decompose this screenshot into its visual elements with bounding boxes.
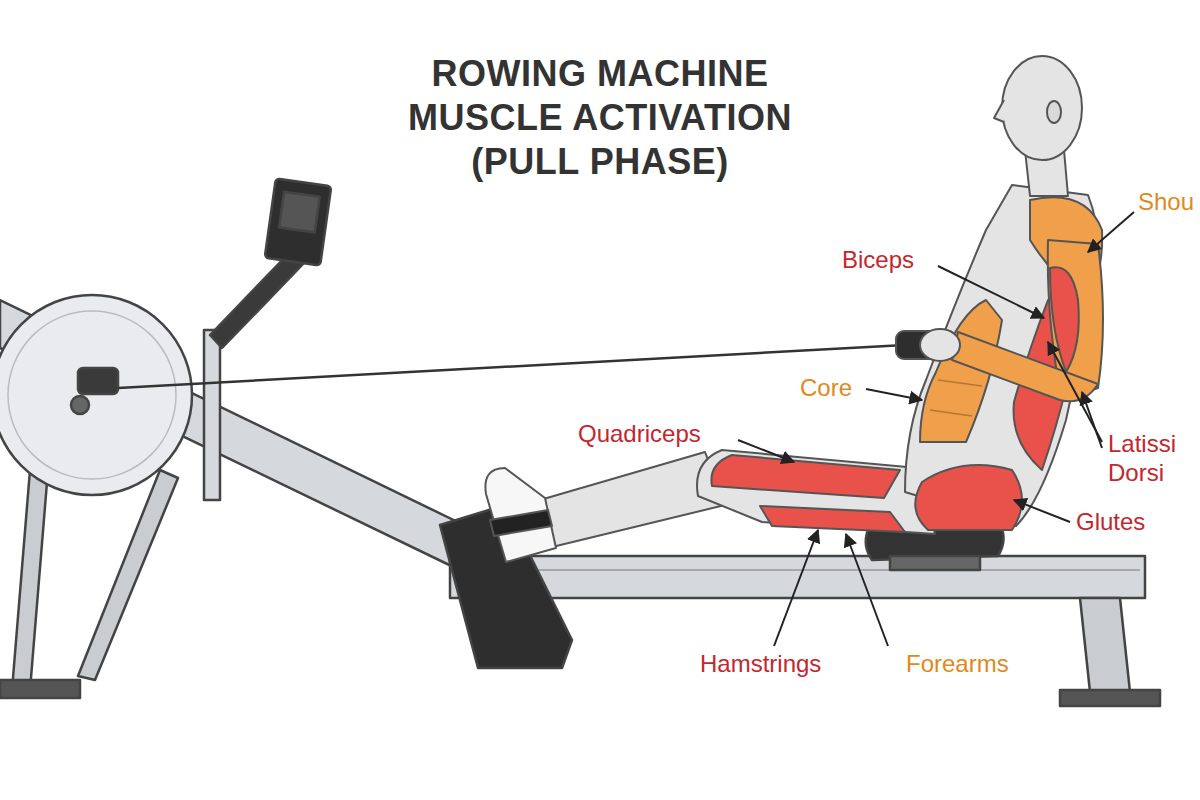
monitor-post (204, 330, 220, 500)
leader-line (846, 534, 888, 646)
thigh (697, 450, 935, 534)
quadriceps-muscle (711, 455, 900, 498)
rail (450, 556, 1145, 598)
leader-line (866, 389, 922, 400)
leader-line (774, 530, 818, 646)
seat-carriage (890, 556, 980, 570)
monitor-screen (279, 192, 320, 233)
leader-line (738, 440, 794, 462)
foot-strap (490, 510, 552, 536)
forearm (952, 332, 1098, 401)
head (1002, 56, 1082, 160)
monitor-arm (210, 250, 305, 348)
flywheel-rim (8, 311, 176, 479)
muscle-label: Biceps (842, 246, 914, 275)
flywheel (0, 295, 192, 495)
muscle-label: Core (800, 374, 852, 403)
hamstrings-muscle (760, 506, 905, 532)
hand (920, 329, 960, 361)
leader-line (1088, 212, 1134, 252)
rail-track (460, 569, 1140, 571)
rear-leg (1080, 598, 1130, 692)
muscle-label: Glutes (1076, 508, 1145, 537)
shin (540, 452, 725, 548)
muscle-label: Latissi Dorsi (1108, 430, 1176, 488)
leg-foot (1060, 690, 1160, 706)
muscle-label: Quadriceps (578, 420, 701, 449)
flywheel-hub (78, 368, 118, 394)
leader-line (938, 266, 1044, 318)
leader-lines (738, 212, 1134, 646)
muscle-label: Hamstrings (700, 650, 821, 679)
leader-line (1082, 392, 1102, 448)
leg-foot (0, 680, 80, 698)
shoe (485, 468, 556, 562)
glutes-muscle (915, 465, 1022, 530)
rowing-machine (0, 178, 1160, 706)
front-leg (78, 470, 178, 680)
monitor (265, 178, 332, 265)
muscle-label: Shou (1138, 188, 1194, 217)
leader-line (1014, 500, 1070, 522)
biceps-muscle (1050, 267, 1079, 372)
nose (994, 100, 1004, 122)
title: ROWING MACHINE MUSCLE ACTIVATION (PULL P… (370, 52, 830, 184)
muscle-label: Forearms (906, 650, 1009, 679)
cable (118, 345, 905, 388)
flywheel-axle (71, 396, 89, 414)
ear (1047, 101, 1061, 123)
front-leg (12, 470, 48, 690)
